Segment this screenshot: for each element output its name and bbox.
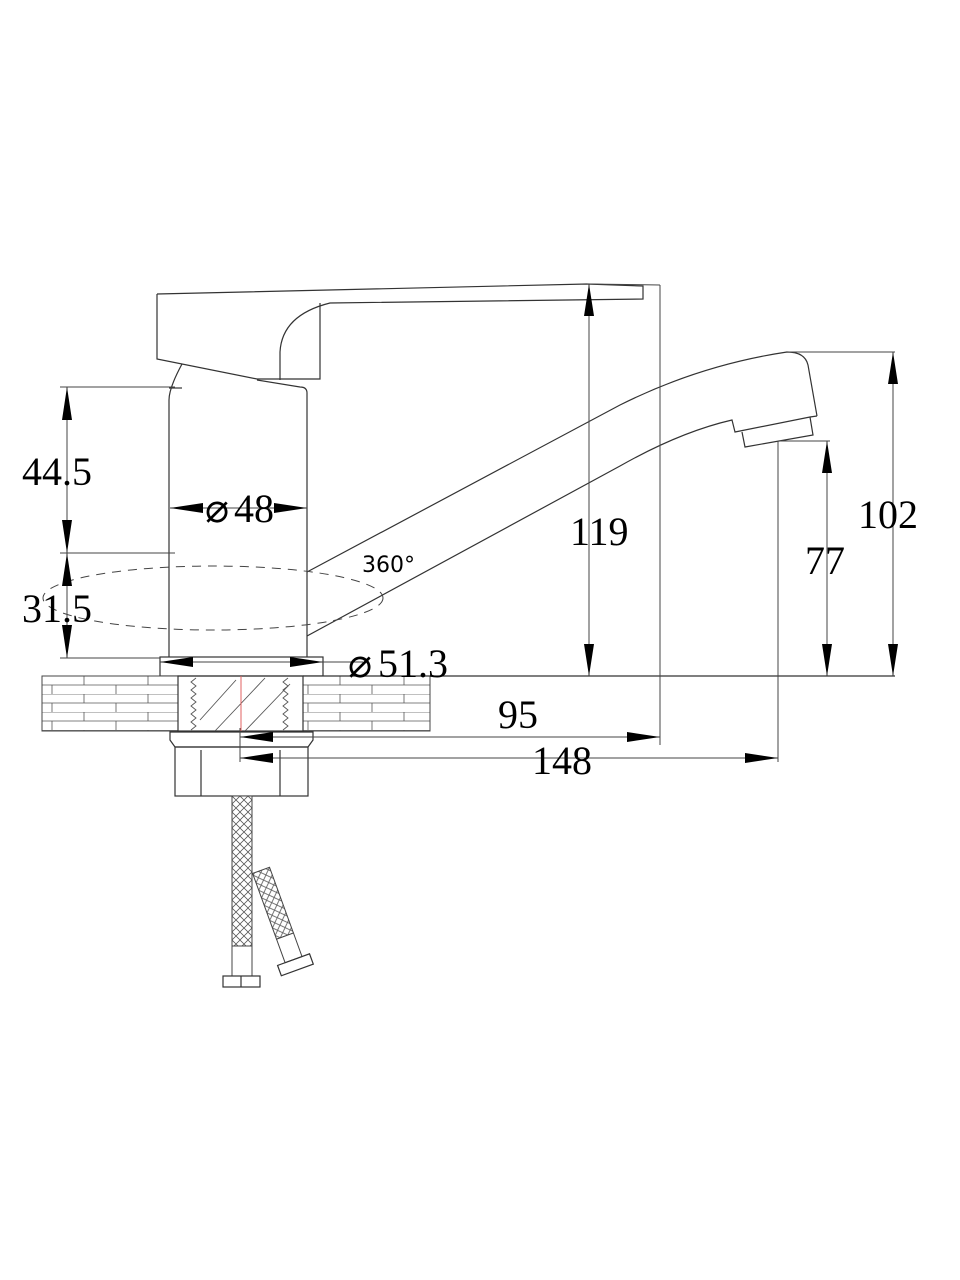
dim-spout-outlet-height: 77	[805, 538, 845, 583]
lever-handle	[156, 283, 644, 380]
rotation-label: 360°	[362, 553, 415, 578]
dim-body-diameter-symbol: ⌀	[205, 486, 229, 531]
dim-reach-total: 148	[532, 738, 592, 783]
mounting-nut	[169, 731, 314, 797]
supply-hoses	[222, 795, 315, 988]
dim-spout-top-height: 102	[858, 492, 918, 537]
dim-body-diameter: 48	[234, 486, 274, 531]
dim-base-diameter-symbol: ⌀	[348, 641, 372, 686]
dim-total-height: 119	[570, 509, 629, 554]
rotation-ellipse	[42, 565, 384, 631]
dim-swivel-height: 31.5	[22, 586, 92, 631]
dim-reach-axis: 95	[498, 692, 538, 737]
dim-base-diameter: 51.3	[378, 641, 448, 686]
dimension-lines	[60, 283, 898, 763]
swivel-spout	[306, 351, 818, 637]
dim-handle-height: 44.5	[22, 449, 92, 494]
